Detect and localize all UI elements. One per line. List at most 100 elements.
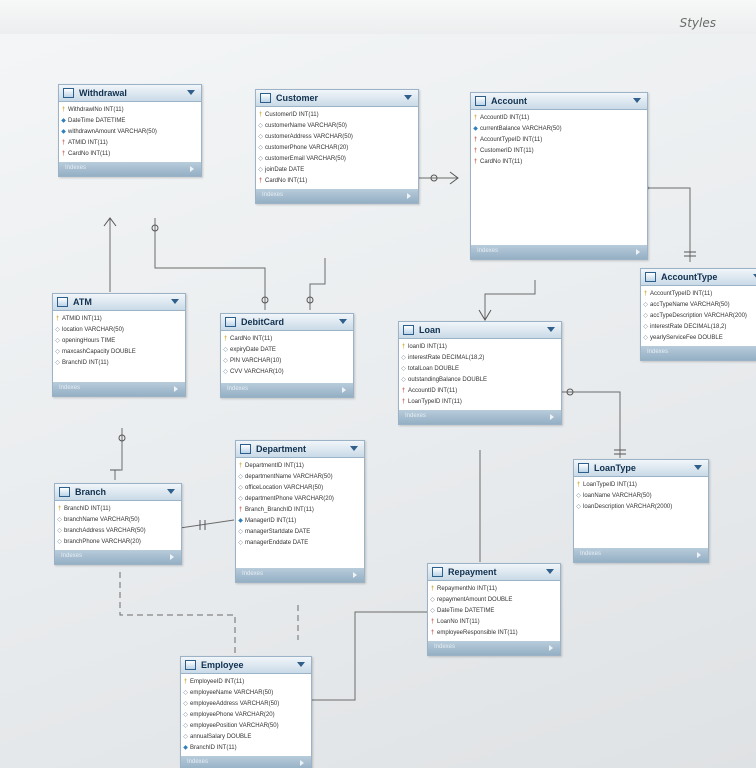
column-row[interactable]: †RepaymentNo INT(11): [428, 583, 560, 594]
column-row[interactable]: ◇totalLoan DOUBLE: [399, 363, 561, 374]
column-row[interactable]: ◇loanDescription VARCHAR(2000): [574, 501, 708, 512]
column-row[interactable]: ◇repaymentAmount DOUBLE: [428, 594, 560, 605]
table-header[interactable]: Repayment: [428, 564, 560, 581]
indexes-footer[interactable]: Indexes: [641, 346, 756, 360]
column-row[interactable]: †employeeResponsible INT(11): [428, 627, 560, 638]
indexes-footer[interactable]: Indexes: [256, 189, 418, 203]
column-row[interactable]: ◇customerPhone VARCHAR(20): [256, 142, 418, 153]
column-row[interactable]: †AccountTypeID INT(11): [471, 134, 647, 145]
column-row[interactable]: †WithdrawlNo INT(11): [59, 104, 201, 115]
table-header[interactable]: AccountType: [641, 269, 756, 286]
indexes-footer[interactable]: Indexes: [236, 568, 364, 582]
column-row[interactable]: ◆DateTime DATETIME: [59, 115, 201, 126]
column-row[interactable]: †ATMID INT(11): [53, 313, 185, 324]
column-row[interactable]: †AccountID INT(11): [399, 385, 561, 396]
column-row[interactable]: ◇CVV VARCHAR(10): [221, 366, 353, 377]
chevron-down-icon[interactable]: [547, 327, 555, 332]
column-row[interactable]: ◇customerAddress VARCHAR(50): [256, 131, 418, 142]
table-header[interactable]: ATM: [53, 294, 185, 311]
column-row[interactable]: †BranchID INT(11): [55, 503, 181, 514]
column-row[interactable]: †AccountTypeID INT(11): [641, 288, 756, 299]
column-row[interactable]: ◆ManagerID INT(11): [236, 515, 364, 526]
column-row[interactable]: ◇employeeAddress VARCHAR(50): [181, 698, 311, 709]
column-row[interactable]: ◇PIN VARCHAR(10): [221, 355, 353, 366]
chevron-right-icon[interactable]: [697, 552, 701, 558]
table-header[interactable]: Customer: [256, 90, 418, 107]
table-atm[interactable]: ATM †ATMID INT(11)◇location VARCHAR(50) ◇…: [52, 293, 186, 397]
column-row[interactable]: †LoanTypeID INT(11): [574, 479, 708, 490]
column-row[interactable]: ◇BranchID INT(11): [53, 357, 185, 368]
column-row[interactable]: ◇employeePhone VARCHAR(20): [181, 709, 311, 720]
column-row[interactable]: ◇outstandingBalance DOUBLE: [399, 374, 561, 385]
column-row[interactable]: †CustomerID INT(11): [471, 145, 647, 156]
chevron-down-icon[interactable]: [167, 489, 175, 494]
chevron-right-icon[interactable]: [550, 414, 554, 420]
table-department[interactable]: Department †DepartmentID INT(11)◇departm…: [235, 440, 365, 583]
column-row[interactable]: †CardNo INT(11): [221, 333, 353, 344]
indexes-footer[interactable]: Indexes: [181, 756, 311, 768]
column-row[interactable]: ◇maxcashCapacity DOUBLE: [53, 346, 185, 357]
table-account[interactable]: Account †AccountID INT(11)◆currentBalanc…: [470, 92, 648, 260]
column-row[interactable]: ◇annualSalary DOUBLE: [181, 731, 311, 742]
indexes-footer[interactable]: Indexes: [471, 245, 647, 259]
indexes-footer[interactable]: Indexes: [574, 548, 708, 562]
column-row[interactable]: ◆withdrawnAmount VARCHAR(50): [59, 126, 201, 137]
table-header[interactable]: DebitCard: [221, 314, 353, 331]
chevron-right-icon[interactable]: [300, 760, 304, 766]
column-row[interactable]: ◇accTypeName VARCHAR(50): [641, 299, 756, 310]
column-row[interactable]: ◇location VARCHAR(50): [53, 324, 185, 335]
chevron-right-icon[interactable]: [549, 645, 553, 651]
table-employee[interactable]: Employee †EmployeeID INT(11)◇employeeNam…: [180, 656, 312, 768]
table-loan[interactable]: Loan †loanID INT(11)◇interestRate DECIMA…: [398, 321, 562, 425]
column-row[interactable]: †AccountID INT(11): [471, 112, 647, 123]
column-row[interactable]: ◇interestRate DECIMAL(18,2): [641, 321, 756, 332]
chevron-down-icon[interactable]: [297, 662, 305, 667]
column-row[interactable]: ◇branchPhone VARCHAR(20): [55, 536, 181, 547]
table-header[interactable]: Employee: [181, 657, 311, 674]
column-row[interactable]: ◇departmentPhone VARCHAR(20): [236, 493, 364, 504]
column-row[interactable]: †CardNo INT(11): [59, 148, 201, 159]
table-loantype[interactable]: LoanType †LoanTypeID INT(11)◇loanName VA…: [573, 459, 709, 563]
column-row[interactable]: ◇customerName VARCHAR(50): [256, 120, 418, 131]
column-row[interactable]: †CardNo INT(11): [256, 175, 418, 186]
chevron-right-icon[interactable]: [170, 554, 174, 560]
table-header[interactable]: LoanType: [574, 460, 708, 477]
column-row[interactable]: †DepartmentID INT(11): [236, 460, 364, 471]
chevron-down-icon[interactable]: [404, 95, 412, 100]
chevron-down-icon[interactable]: [753, 274, 756, 279]
table-header[interactable]: Withdrawal: [59, 85, 201, 102]
column-row[interactable]: ◇joinDate DATE: [256, 164, 418, 175]
table-debitcard[interactable]: DebitCard †CardNo INT(11)◇expiryDate DAT…: [220, 313, 354, 398]
column-row[interactable]: ◆BranchID INT(11): [181, 742, 311, 753]
table-header[interactable]: Branch: [55, 484, 181, 501]
table-accounttype[interactable]: AccountType †AccountTypeID INT(11)◇accTy…: [640, 268, 756, 361]
column-row[interactable]: ◇interestRate DECIMAL(18,2): [399, 352, 561, 363]
column-row[interactable]: ◇employeePosition VARCHAR(50): [181, 720, 311, 731]
indexes-footer[interactable]: Indexes: [221, 383, 353, 397]
chevron-right-icon[interactable]: [407, 193, 411, 199]
indexes-footer[interactable]: Indexes: [55, 550, 181, 564]
chevron-down-icon[interactable]: [694, 465, 702, 470]
column-row[interactable]: ◇DateTime DATETIME: [428, 605, 560, 616]
column-row[interactable]: ◇officeLocation VARCHAR(50): [236, 482, 364, 493]
column-row[interactable]: ◆currentBalance VARCHAR(50): [471, 123, 647, 134]
indexes-footer[interactable]: Indexes: [428, 641, 560, 655]
indexes-footer[interactable]: Indexes: [399, 410, 561, 424]
chevron-right-icon[interactable]: [636, 249, 640, 255]
column-row[interactable]: †Branch_BranchID INT(11): [236, 504, 364, 515]
table-header[interactable]: Loan: [399, 322, 561, 339]
chevron-down-icon[interactable]: [187, 90, 195, 95]
chevron-right-icon[interactable]: [174, 386, 178, 392]
table-withdrawal[interactable]: Withdrawal †WithdrawlNo INT(11)◆DateTime…: [58, 84, 202, 177]
table-branch[interactable]: Branch †BranchID INT(11)◇branchName VARC…: [54, 483, 182, 565]
chevron-down-icon[interactable]: [171, 299, 179, 304]
table-customer[interactable]: Customer †CustomerID INT(11)◇customerNam…: [255, 89, 419, 204]
table-header[interactable]: Account: [471, 93, 647, 110]
chevron-down-icon[interactable]: [546, 569, 554, 574]
column-row[interactable]: ◇departmentName VARCHAR(50): [236, 471, 364, 482]
column-row[interactable]: †loanID INT(11): [399, 341, 561, 352]
column-row[interactable]: ◇branchName VARCHAR(50): [55, 514, 181, 525]
column-row[interactable]: ◇managerEnddate DATE: [236, 537, 364, 548]
column-row[interactable]: †LoanTypeID INT(11): [399, 396, 561, 407]
